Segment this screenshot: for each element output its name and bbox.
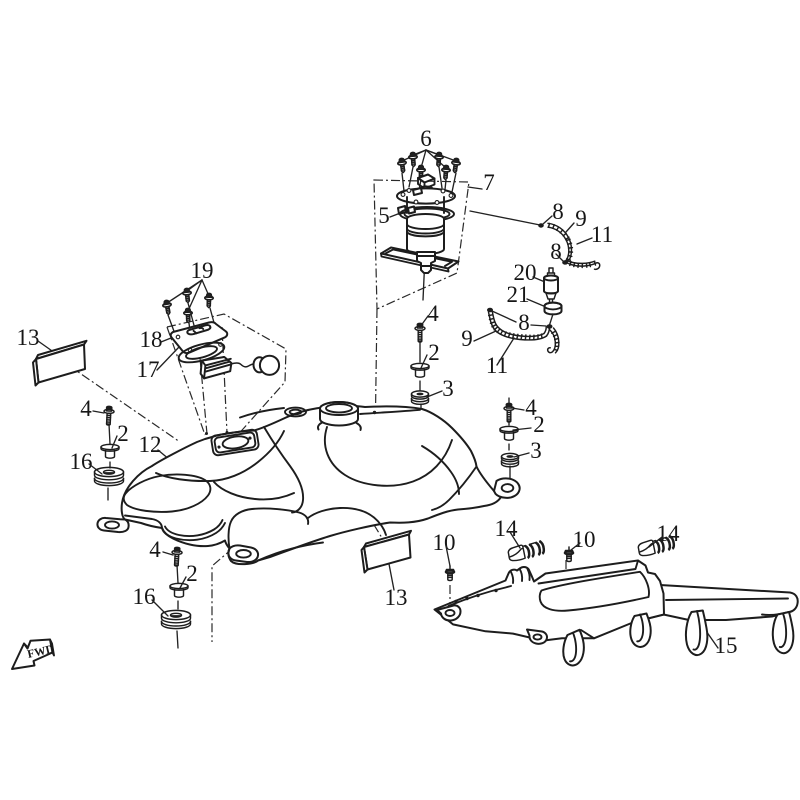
svg-text:3: 3 — [530, 438, 542, 463]
svg-text:2: 2 — [117, 421, 129, 446]
svg-text:11: 11 — [591, 222, 613, 247]
svg-text:4: 4 — [525, 395, 537, 420]
svg-text:4: 4 — [80, 396, 92, 421]
svg-text:8: 8 — [552, 199, 564, 224]
svg-text:9: 9 — [575, 206, 587, 231]
svg-text:19: 19 — [191, 258, 214, 283]
svg-text:12: 12 — [139, 432, 162, 457]
svg-text:2: 2 — [533, 412, 545, 437]
svg-text:3: 3 — [442, 376, 454, 401]
svg-text:13: 13 — [385, 585, 408, 610]
svg-text:9: 9 — [461, 326, 473, 351]
svg-text:17: 17 — [137, 357, 160, 382]
svg-text:21: 21 — [507, 282, 530, 307]
svg-text:FWD: FWD — [26, 643, 55, 661]
svg-text:10: 10 — [433, 530, 456, 555]
svg-text:13: 13 — [17, 325, 40, 350]
svg-text:5: 5 — [378, 203, 390, 228]
svg-text:4: 4 — [427, 301, 439, 326]
svg-text:18: 18 — [140, 327, 163, 352]
svg-text:2: 2 — [186, 561, 198, 586]
svg-text:6: 6 — [420, 126, 432, 151]
svg-text:4: 4 — [149, 537, 161, 562]
svg-text:2: 2 — [428, 340, 440, 365]
svg-text:20: 20 — [514, 260, 537, 285]
svg-text:16: 16 — [133, 584, 156, 609]
svg-text:7: 7 — [483, 170, 495, 195]
svg-text:14: 14 — [495, 516, 519, 541]
svg-text:8: 8 — [550, 239, 562, 264]
svg-text:16: 16 — [70, 449, 93, 474]
svg-text:15: 15 — [715, 633, 738, 658]
svg-text:10: 10 — [573, 527, 596, 552]
svg-text:8: 8 — [518, 310, 530, 335]
